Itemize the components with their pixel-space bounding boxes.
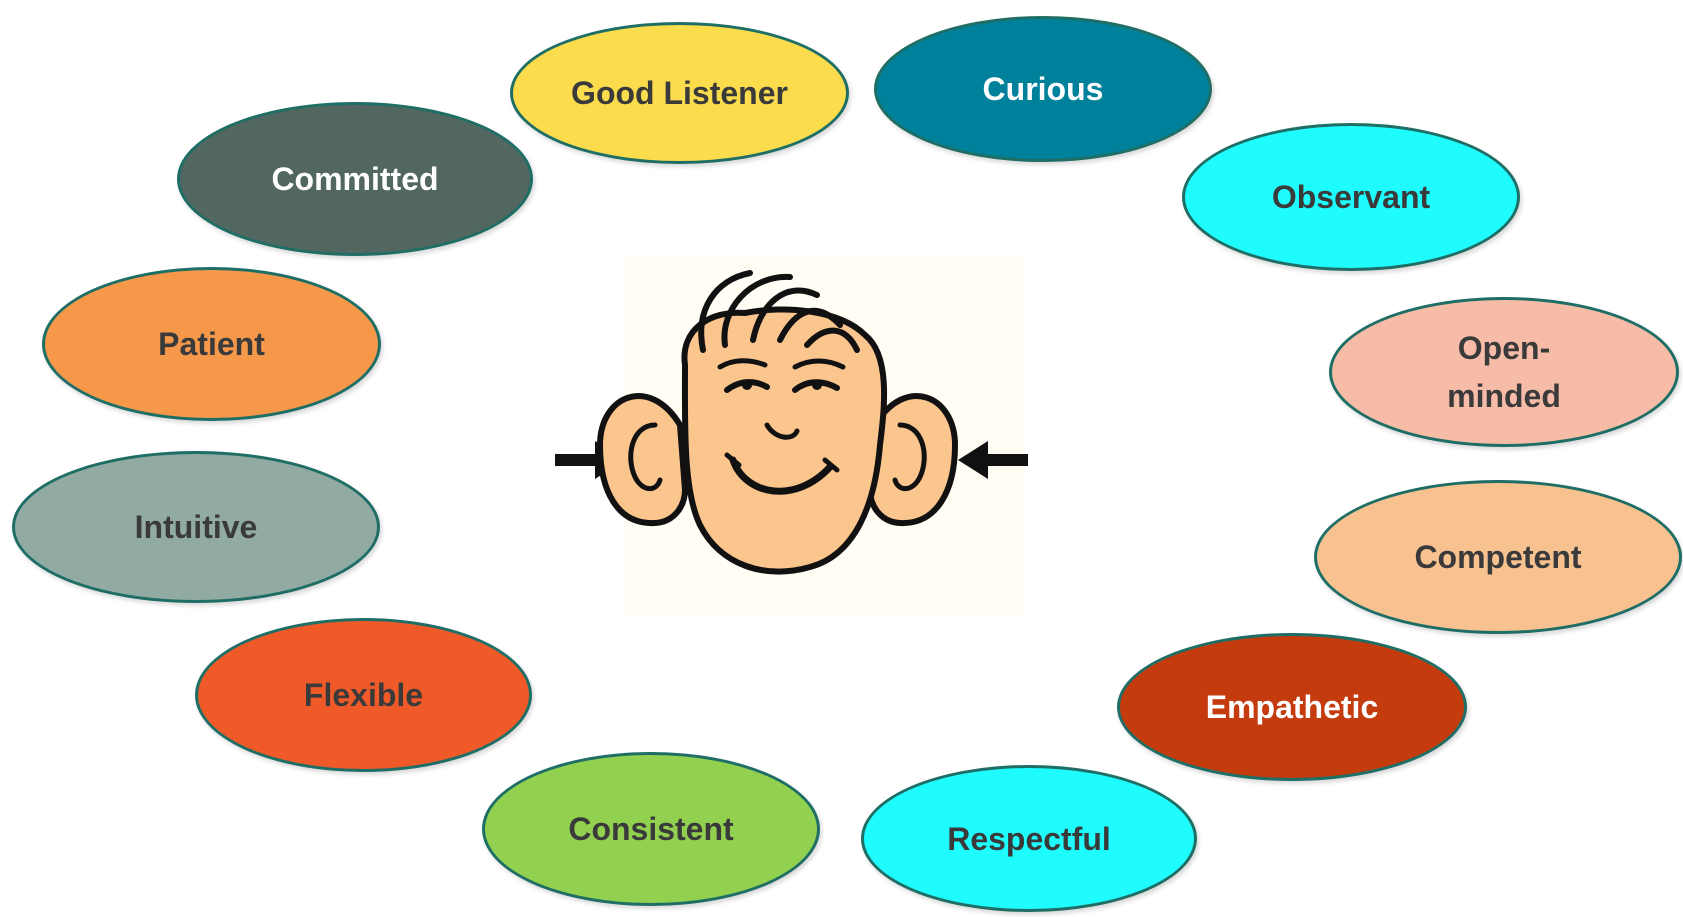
oval-competent: Competent bbox=[1314, 480, 1682, 634]
right-ear-detail bbox=[892, 422, 927, 492]
oval-consistent: Consistent bbox=[482, 752, 820, 906]
right-ear bbox=[867, 393, 958, 527]
oval-intuitive: Intuitive bbox=[12, 451, 380, 603]
oval-patient: Patient bbox=[42, 267, 381, 421]
oval-label: Consistent bbox=[568, 811, 734, 847]
oval-label: Patient bbox=[158, 326, 265, 362]
oval-label: Open-minded bbox=[1447, 330, 1561, 414]
left-ear-detail bbox=[628, 422, 663, 492]
arrow-left-icon bbox=[958, 441, 1028, 479]
oval-committed: Committed bbox=[177, 102, 533, 256]
left-ear bbox=[597, 393, 688, 527]
oval-label: Curious bbox=[982, 71, 1104, 107]
oval-respectful: Respectful bbox=[861, 765, 1197, 912]
eyebrows bbox=[717, 358, 846, 370]
oval-curious: Curious bbox=[874, 16, 1212, 162]
oval-label: Committed bbox=[271, 161, 439, 197]
head bbox=[681, 306, 888, 575]
oval-flexible: Flexible bbox=[195, 618, 532, 772]
oval-open-minded: Open-minded bbox=[1329, 297, 1679, 447]
oval-label: Intuitive bbox=[134, 509, 258, 545]
mouth bbox=[729, 456, 834, 495]
oval-empathetic: Empathetic bbox=[1117, 633, 1467, 781]
oval-label: Flexible bbox=[303, 677, 424, 713]
hair bbox=[698, 270, 860, 353]
oval-label: Respectful bbox=[947, 820, 1111, 857]
oval-good-listener: Good Listener bbox=[510, 22, 849, 164]
listening-face-icon bbox=[555, 255, 1028, 615]
oval-observant: Observant bbox=[1182, 123, 1520, 271]
oval-label: Good Listener bbox=[571, 75, 788, 111]
nose bbox=[764, 422, 800, 440]
oval-label: Empathetic bbox=[1205, 689, 1379, 725]
oval-label: Competent bbox=[1414, 539, 1582, 575]
oval-label: Observant bbox=[1271, 179, 1431, 215]
